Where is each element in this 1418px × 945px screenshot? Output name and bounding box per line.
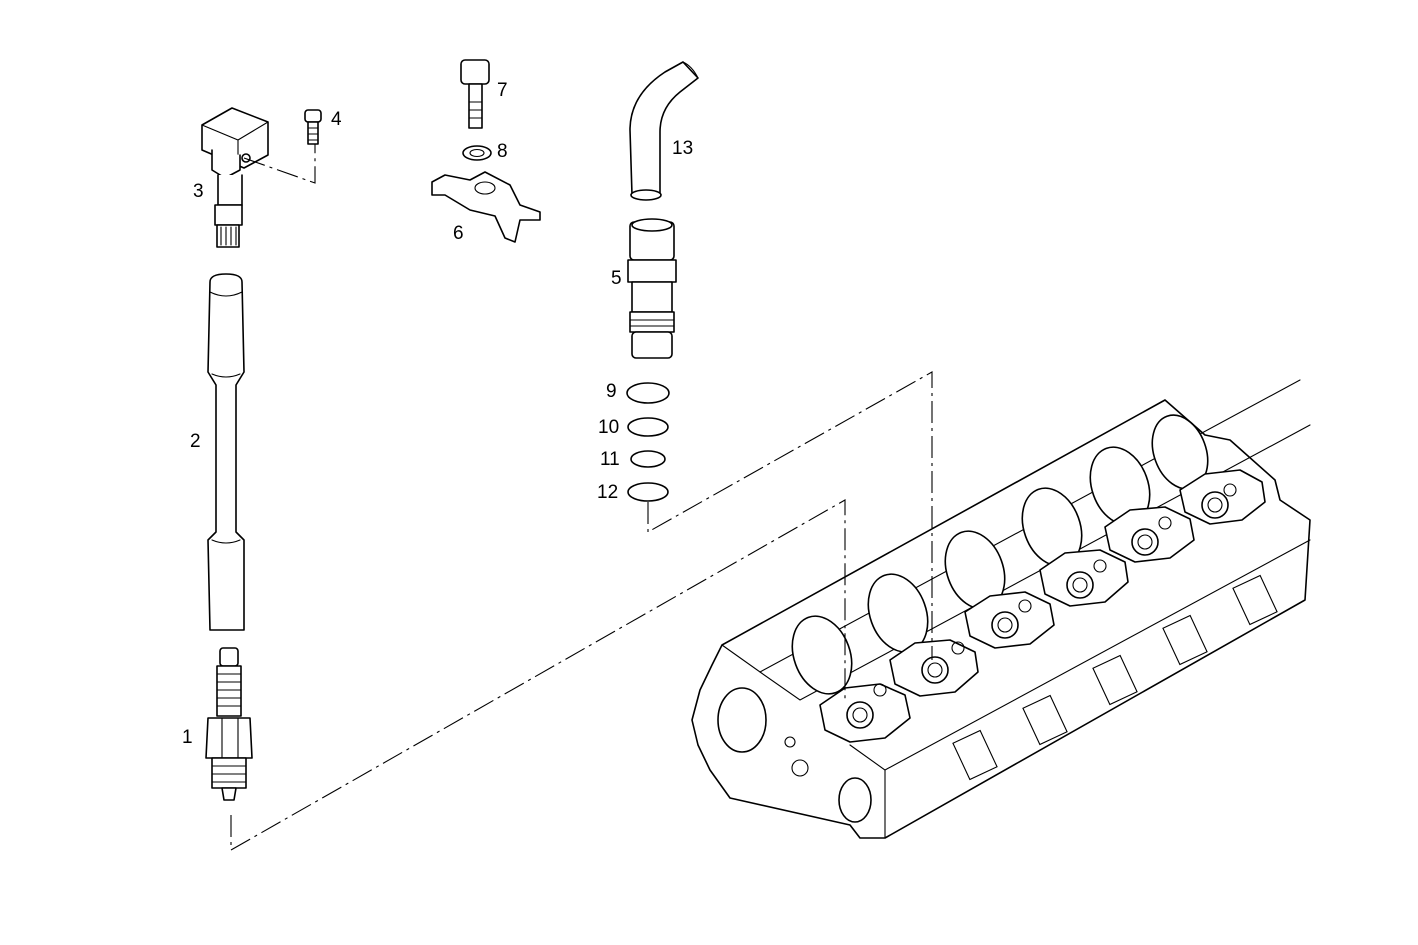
extension-tube: [207, 273, 245, 631]
callout-4: 4: [331, 109, 342, 130]
cap-screw: [460, 59, 490, 129]
leader-lines: [230, 144, 933, 851]
callout-3: 3: [193, 181, 204, 202]
callout-1: 1: [182, 727, 193, 748]
callout-11: 11: [600, 449, 620, 470]
bent-tube: [629, 61, 699, 201]
clamp-bracket: [431, 171, 541, 243]
cylinder-head: [691, 379, 1311, 839]
callout-labels: 1 2 3 4 5 6 7 8 9 10 11 12 13: [182, 80, 693, 748]
injector-sleeve: [627, 218, 677, 359]
spark-plug: [205, 647, 253, 801]
ignition-coil: [201, 107, 269, 248]
callout-7: 7: [497, 80, 508, 101]
callout-5: 5: [611, 268, 622, 289]
callout-12: 12: [597, 482, 618, 503]
o-rings: [626, 382, 670, 502]
washer: [462, 145, 492, 161]
small-bolt: [304, 109, 322, 145]
callout-9: 9: [606, 381, 617, 402]
callout-13: 13: [672, 138, 693, 159]
callout-8: 8: [497, 141, 508, 162]
callout-10: 10: [598, 417, 619, 438]
callout-2: 2: [190, 431, 201, 452]
callout-6: 6: [453, 223, 464, 244]
